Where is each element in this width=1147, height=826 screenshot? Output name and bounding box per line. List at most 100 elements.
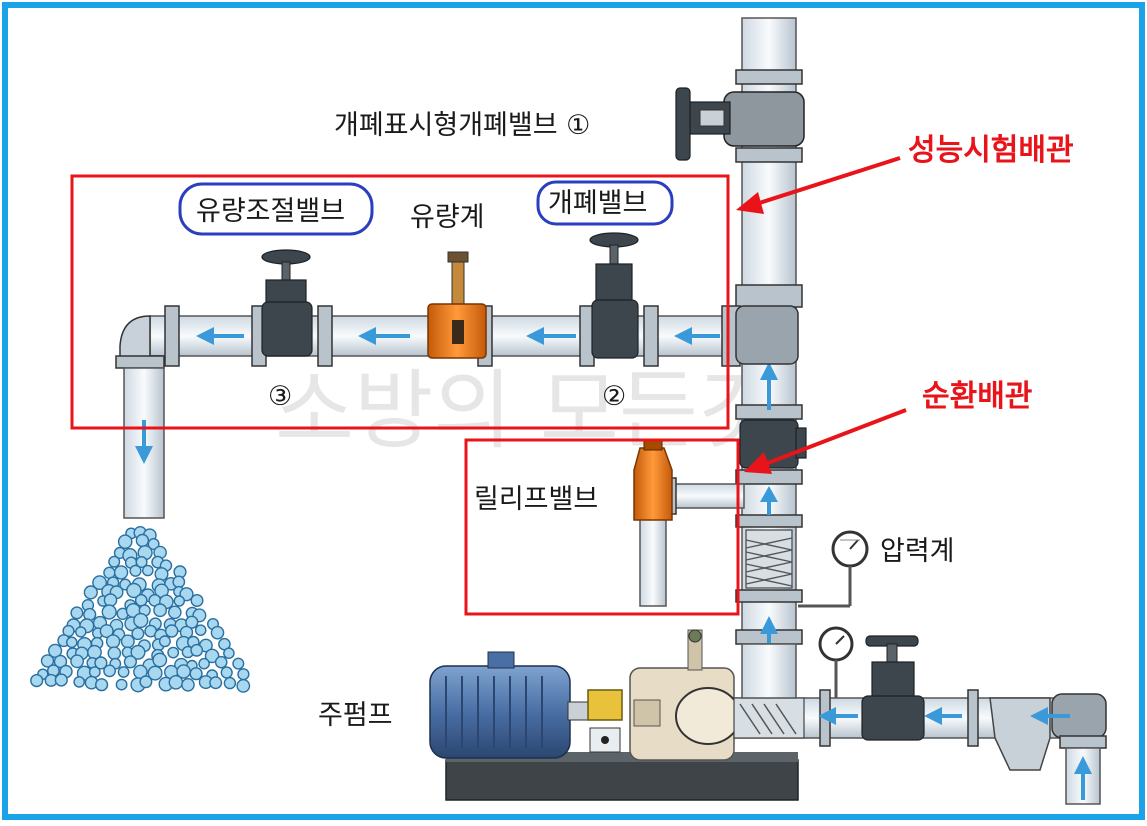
water-drop <box>66 636 78 649</box>
label-indicator-valve: 개폐표시형개폐밸브 ① <box>334 110 590 141</box>
water-drop <box>190 643 204 657</box>
flow-control-valve-oval <box>178 182 374 236</box>
pressure-gauge-upper <box>798 530 869 608</box>
water-drop <box>123 655 137 669</box>
water-drop <box>126 582 142 599</box>
water-drop <box>88 666 101 678</box>
discharge-downpipe <box>123 367 165 519</box>
flow-control-valve <box>261 249 313 357</box>
water-drop <box>190 594 204 608</box>
flow-meter <box>427 251 487 359</box>
water-drop <box>210 625 225 640</box>
water-drop <box>103 593 118 607</box>
water-drop <box>129 564 142 577</box>
water-drop <box>101 604 117 620</box>
water-drop <box>54 673 68 687</box>
water-drop <box>167 605 182 620</box>
water-drop <box>92 575 108 590</box>
water-drop <box>117 666 130 678</box>
water-drop <box>53 654 68 669</box>
indicator-gate-valve <box>675 87 805 161</box>
water-drop <box>75 626 87 638</box>
water-drop <box>30 673 44 688</box>
pump-casing <box>629 629 741 761</box>
water-drop <box>185 615 199 629</box>
water-drop <box>40 654 55 668</box>
pressure-gauge-lower <box>818 626 854 698</box>
water-discharge-drops <box>30 526 251 693</box>
water-drop <box>223 676 237 690</box>
water-drop <box>167 646 180 659</box>
water-drop <box>189 667 203 681</box>
suction-gate-valve <box>861 635 925 741</box>
water-drop <box>220 666 233 679</box>
water-drop <box>70 606 84 620</box>
water-drop <box>115 678 128 691</box>
water-drop <box>223 647 235 660</box>
water-drop <box>214 655 228 669</box>
water-drop <box>73 676 85 688</box>
water-drop <box>70 654 85 669</box>
water-drop <box>103 664 117 678</box>
water-drop <box>153 603 168 618</box>
label-pressure-gauge: 압력계 <box>880 536 955 567</box>
water-drop <box>133 612 149 629</box>
coupling <box>567 689 623 753</box>
open-close-valve-oval <box>536 180 674 226</box>
water-drop <box>209 676 223 690</box>
label-main-pump: 주펌프 <box>318 700 393 731</box>
water-drop <box>152 652 168 668</box>
water-drop <box>181 678 195 692</box>
water-drop <box>194 624 207 637</box>
water-drop <box>147 665 163 681</box>
performance-test-box <box>70 174 730 430</box>
water-drop <box>135 556 148 569</box>
water-drop <box>173 595 186 607</box>
label-flow-meter: 유량계 <box>410 202 485 233</box>
relief-valve-assembly <box>633 439 745 607</box>
water-drop <box>94 656 108 670</box>
water-drop <box>141 564 154 577</box>
water-drop <box>164 624 179 638</box>
motor <box>429 651 571 759</box>
water-drop <box>130 644 146 660</box>
water-drop <box>237 668 250 681</box>
riser-flow-arrows <box>760 362 778 660</box>
label-relief-valve: 릴리프밸브 <box>474 484 598 515</box>
water-drop <box>117 534 133 550</box>
open-close-valve <box>589 232 639 359</box>
water-drop <box>120 634 135 649</box>
water-drop <box>108 555 121 568</box>
water-drop <box>139 675 153 689</box>
watermark-text: 소방의 모든것 <box>275 361 777 461</box>
pointer-arrow-circulation <box>744 408 907 474</box>
water-drop <box>131 627 145 641</box>
circulation-box <box>464 438 740 616</box>
label-number-2: ② <box>602 381 626 412</box>
water-drop <box>158 635 171 648</box>
water-drop <box>198 657 210 670</box>
test-pipe-flow-arrows <box>196 327 720 345</box>
water-drop <box>83 585 98 600</box>
water-drop <box>172 575 186 589</box>
water-drop <box>204 648 220 664</box>
pump-base <box>445 752 799 801</box>
water-drop <box>94 678 109 692</box>
label-circulation-pipe: 순환배관 <box>922 379 1032 414</box>
pointer-arrow-test-pipe <box>736 156 901 214</box>
water-drop <box>107 646 122 661</box>
label-number-3: ③ <box>268 381 292 412</box>
label-flow-control-valve: 유량조절밸브 <box>196 196 345 227</box>
water-drop <box>47 643 63 658</box>
water-drop <box>113 565 129 580</box>
water-drop <box>99 624 114 639</box>
pump-outlet <box>733 643 805 739</box>
water-drop <box>105 634 121 649</box>
water-drop <box>236 679 251 693</box>
label-performance-test-pipe: 성능시험배관 <box>908 133 1074 168</box>
riser-strainer <box>745 529 793 589</box>
test-pipe-tee <box>735 305 799 365</box>
